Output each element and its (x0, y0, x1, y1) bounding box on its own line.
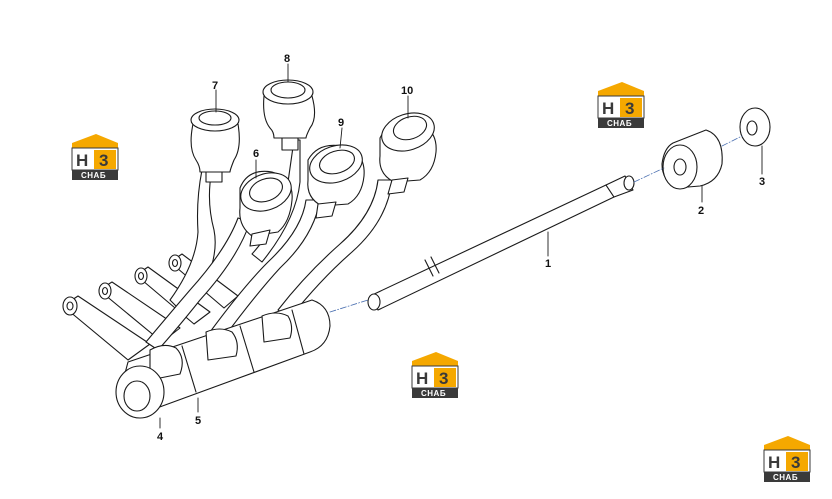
leader-lines (159, 63, 763, 429)
callout-5: 5 (195, 415, 201, 427)
shaft-part-1 (367, 175, 635, 311)
callout-6: 6 (253, 148, 259, 160)
svg-text:СНАБ: СНАБ (421, 389, 446, 398)
watermark-logo: H 3 СНАБ (68, 134, 122, 180)
knob-part-7 (190, 108, 240, 183)
svg-text:3: 3 (439, 369, 448, 388)
base-tube-part-5 (119, 299, 331, 413)
callout-8: 8 (284, 53, 290, 65)
svg-text:H: H (416, 369, 428, 388)
svg-text:H: H (76, 151, 88, 170)
callout-9: 9 (338, 117, 344, 129)
callout-7: 7 (212, 80, 218, 92)
lever-stems (145, 139, 393, 351)
svg-text:H: H (602, 99, 614, 118)
watermark-logo: H 3 СНАБ (408, 352, 462, 398)
assembly-centerlines (329, 135, 743, 313)
svg-text:СНАБ: СНАБ (81, 171, 106, 180)
svg-text:3: 3 (625, 99, 634, 118)
watermark-logo: H 3 СНАБ (760, 436, 814, 482)
bushing-part-2 (661, 129, 723, 190)
knob-part-6 (239, 170, 293, 247)
callout-2: 2 (698, 205, 704, 217)
callout-labels: 1 2 3 4 5 6 7 8 9 10 (157, 53, 765, 443)
svg-text:3: 3 (99, 151, 108, 170)
end-cap-part-4 (115, 365, 165, 419)
knob-part-8 (262, 79, 316, 151)
svg-text:СНАБ: СНАБ (773, 473, 798, 482)
watermark-logo: H 3 СНАБ (594, 82, 648, 128)
svg-text:H: H (768, 453, 780, 472)
knob-part-10 (379, 112, 437, 195)
svg-text:СНАБ: СНАБ (607, 119, 632, 128)
callout-4: 4 (157, 431, 164, 443)
callout-3: 3 (759, 176, 765, 188)
washer-part-3 (739, 107, 771, 147)
svg-text:3: 3 (791, 453, 800, 472)
callout-1: 1 (545, 258, 551, 270)
callout-10: 10 (401, 85, 413, 97)
knob-part-9 (307, 144, 365, 219)
